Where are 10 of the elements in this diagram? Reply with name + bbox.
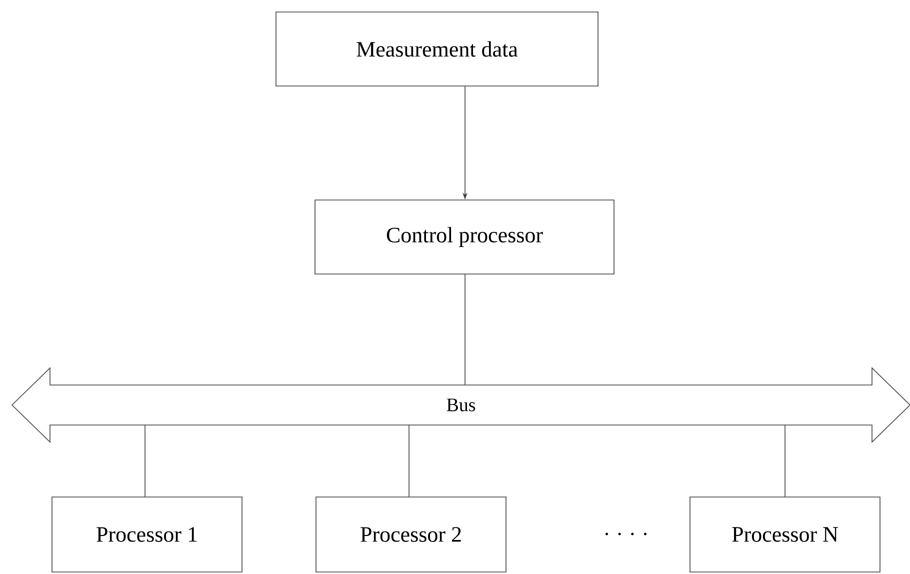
- process-box: Measurement data: [276, 12, 598, 86]
- process-box: Processor 2: [316, 496, 506, 572]
- process-box: Control processor: [314, 200, 614, 274]
- connector-line: [408, 425, 410, 497]
- connector-line: [144, 425, 146, 497]
- connector-line: [784, 425, 786, 497]
- process-box: Processor 1: [52, 496, 242, 572]
- process-box: Processor N: [690, 496, 880, 572]
- ellipsis: · · · ·: [605, 532, 647, 536]
- connector-line: [464, 274, 466, 385]
